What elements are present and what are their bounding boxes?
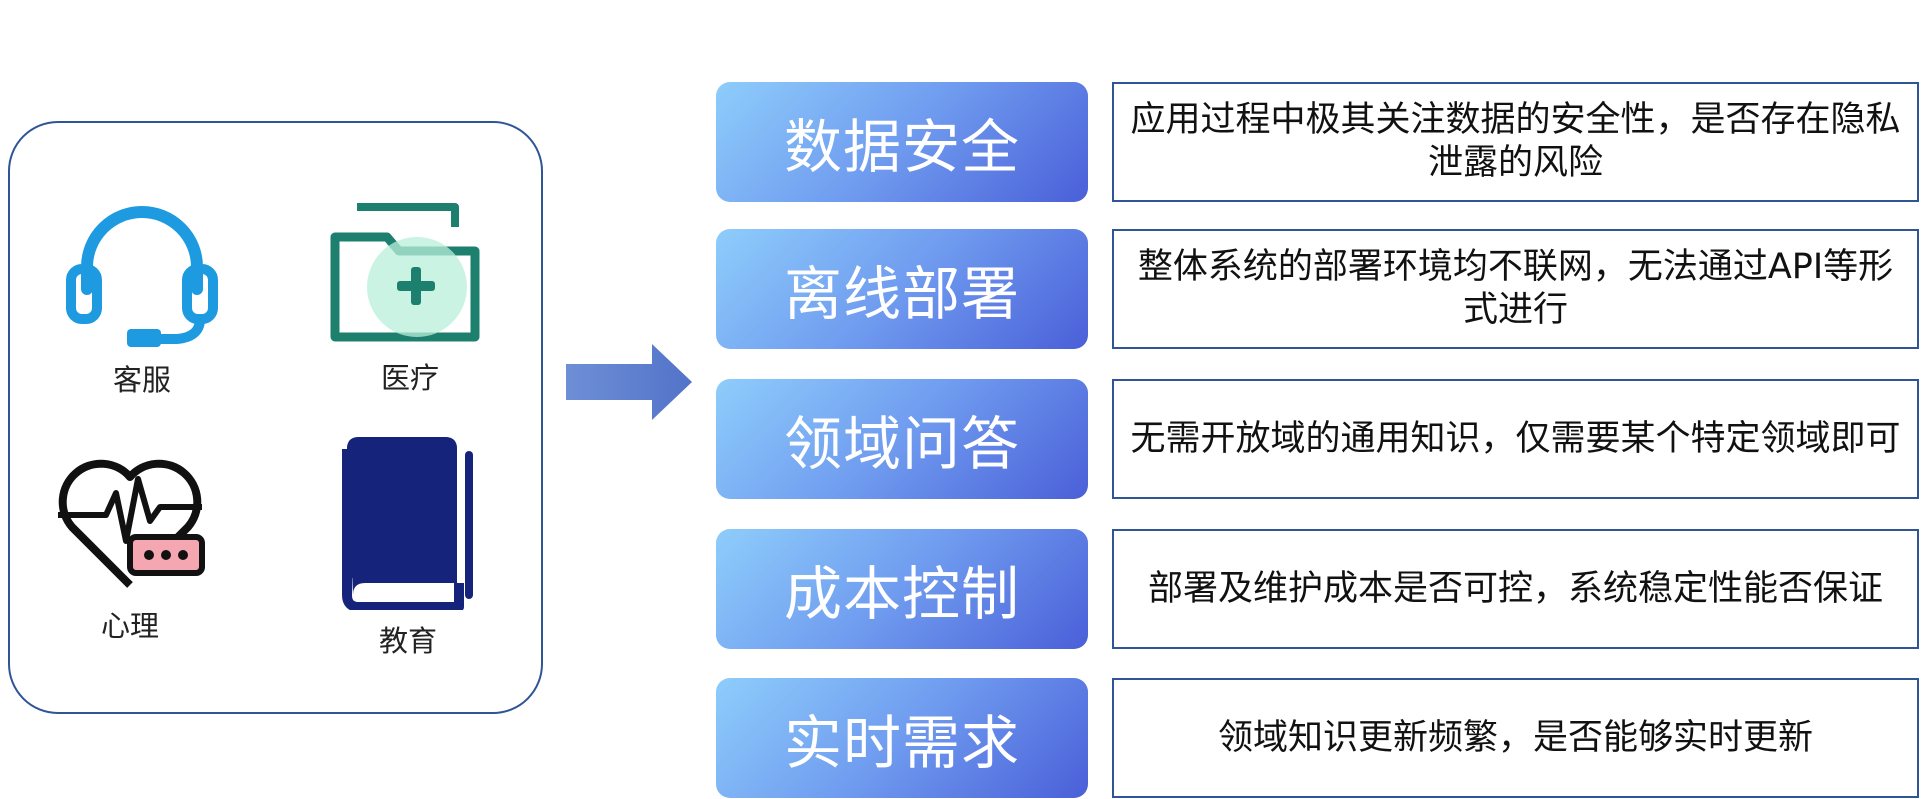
domain-item-medical: 医疗 xyxy=(320,197,500,397)
domain-item-education: 教育 xyxy=(328,435,488,660)
requirement-row: 数据安全 应用过程中极其关注数据的安全性，是否存在隐私泄露的风险 xyxy=(716,82,1920,202)
book-icon xyxy=(342,437,473,610)
requirement-row: 领域问答 无需开放域的通用知识，仅需要某个特定领域即可 xyxy=(716,379,1920,499)
requirement-title: 成本控制 xyxy=(716,529,1088,649)
medical-folder-icon xyxy=(330,203,480,342)
domain-item-psychology: 心理 xyxy=(50,445,210,645)
right-arrow-icon xyxy=(566,344,692,420)
domain-panel: 客服 医疗 心理 xyxy=(8,121,543,714)
requirement-title: 数据安全 xyxy=(716,82,1088,202)
domain-label: 心理 xyxy=(100,609,159,643)
requirement-title: 离线部署 xyxy=(716,229,1088,349)
requirement-title: 实时需求 xyxy=(716,678,1088,798)
domain-label: 医疗 xyxy=(380,361,439,395)
requirement-description: 部署及维护成本是否可控，系统稳定性能否保证 xyxy=(1112,529,1919,649)
requirement-row: 成本控制 部署及维护成本是否可控，系统稳定性能否保证 xyxy=(716,529,1920,649)
requirement-description: 整体系统的部署环境均不联网，无法通过API等形式进行 xyxy=(1112,229,1919,349)
domain-item-customer-service: 客服 xyxy=(52,189,232,399)
requirement-row: 离线部署 整体系统的部署环境均不联网，无法通过API等形式进行 xyxy=(716,229,1920,349)
headset-icon xyxy=(66,206,218,347)
domain-label: 教育 xyxy=(378,624,437,658)
requirement-title: 领域问答 xyxy=(716,379,1088,499)
requirement-description: 应用过程中极其关注数据的安全性，是否存在隐私泄露的风险 xyxy=(1112,82,1919,202)
requirement-description: 无需开放域的通用知识，仅需要某个特定领域即可 xyxy=(1112,379,1919,499)
heart-chat-icon xyxy=(58,459,205,588)
requirement-row: 实时需求 领域知识更新频繁，是否能够实时更新 xyxy=(716,678,1920,798)
domain-label: 客服 xyxy=(112,363,171,397)
requirement-description: 领域知识更新频繁，是否能够实时更新 xyxy=(1112,678,1919,798)
